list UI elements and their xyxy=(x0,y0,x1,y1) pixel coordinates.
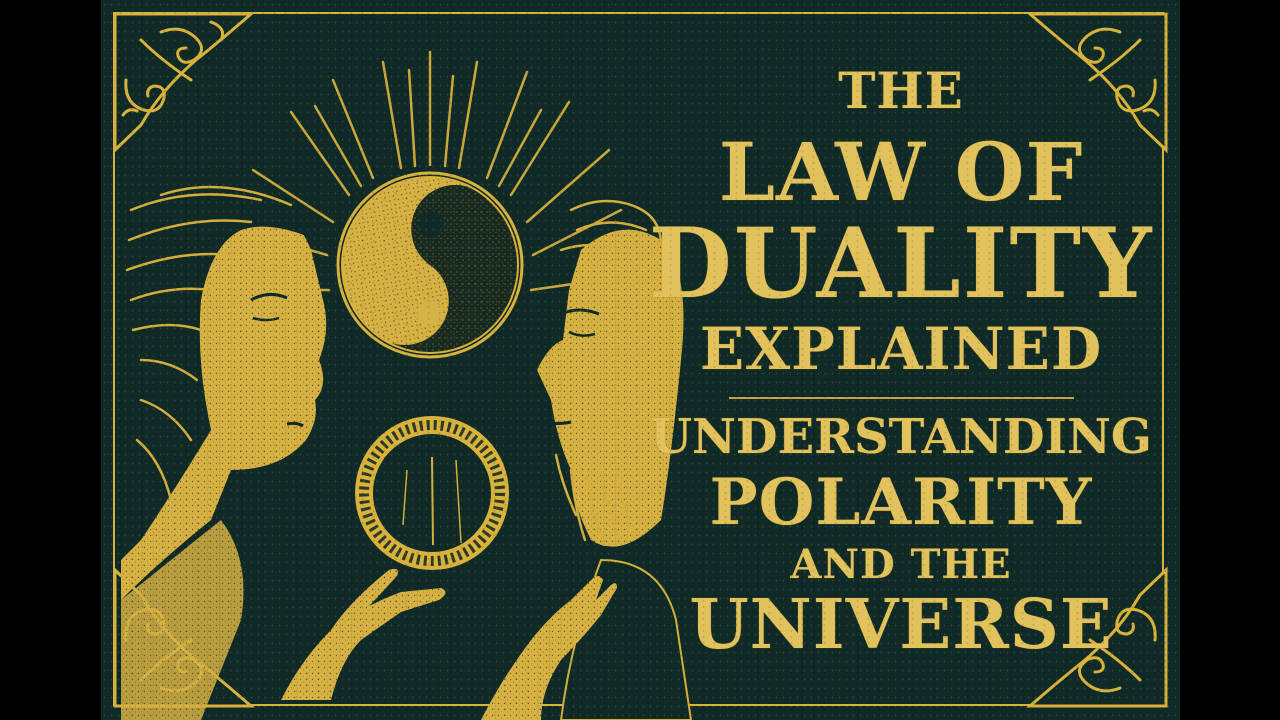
subtitle-line-understanding: UNDERSTANDING xyxy=(650,409,1152,465)
title-line-explained: EXPLAINED xyxy=(699,315,1103,383)
corner-ornament-bottom-right xyxy=(1025,566,1168,708)
ouroboros-ring xyxy=(355,416,509,570)
woman-lips xyxy=(286,421,304,428)
yin-dot xyxy=(418,211,444,237)
yang-dot xyxy=(416,301,442,327)
subtitle-line-and-the: AND THE xyxy=(790,541,1012,588)
yin-yang-symbol xyxy=(336,171,524,359)
subtitle-line-polarity: POLARITY xyxy=(709,465,1093,540)
title-line-the: THE xyxy=(838,61,964,120)
title-divider xyxy=(728,397,1074,399)
title-block: THE LAW OF DUALITY EXPLAINED UNDERSTANDI… xyxy=(641,60,1161,665)
man-closed-eye xyxy=(568,330,596,337)
man-eyebrow xyxy=(560,308,600,316)
man-mouth xyxy=(540,418,572,426)
sunburst-rays xyxy=(251,50,623,292)
woman-eyebrow xyxy=(250,293,288,302)
title-line-law-of: LAW OF xyxy=(718,125,1084,219)
illustration xyxy=(113,12,1168,720)
corner-ornament-top-left xyxy=(113,12,256,154)
woman-closed-eye xyxy=(252,316,280,322)
pillarbox-left xyxy=(0,0,101,720)
right-hand xyxy=(481,576,617,720)
left-hand xyxy=(281,588,446,700)
open-hands xyxy=(281,568,617,720)
poster: THE LAW OF DUALITY EXPLAINED UNDERSTANDI… xyxy=(101,0,1180,720)
pillarbox-right xyxy=(1180,0,1280,720)
subtitle-line-universe: UNIVERSE xyxy=(689,585,1113,665)
woman-profile xyxy=(121,172,327,720)
title-line-duality: DUALITY xyxy=(648,207,1154,320)
corner-ornament-top-right xyxy=(1025,12,1168,154)
